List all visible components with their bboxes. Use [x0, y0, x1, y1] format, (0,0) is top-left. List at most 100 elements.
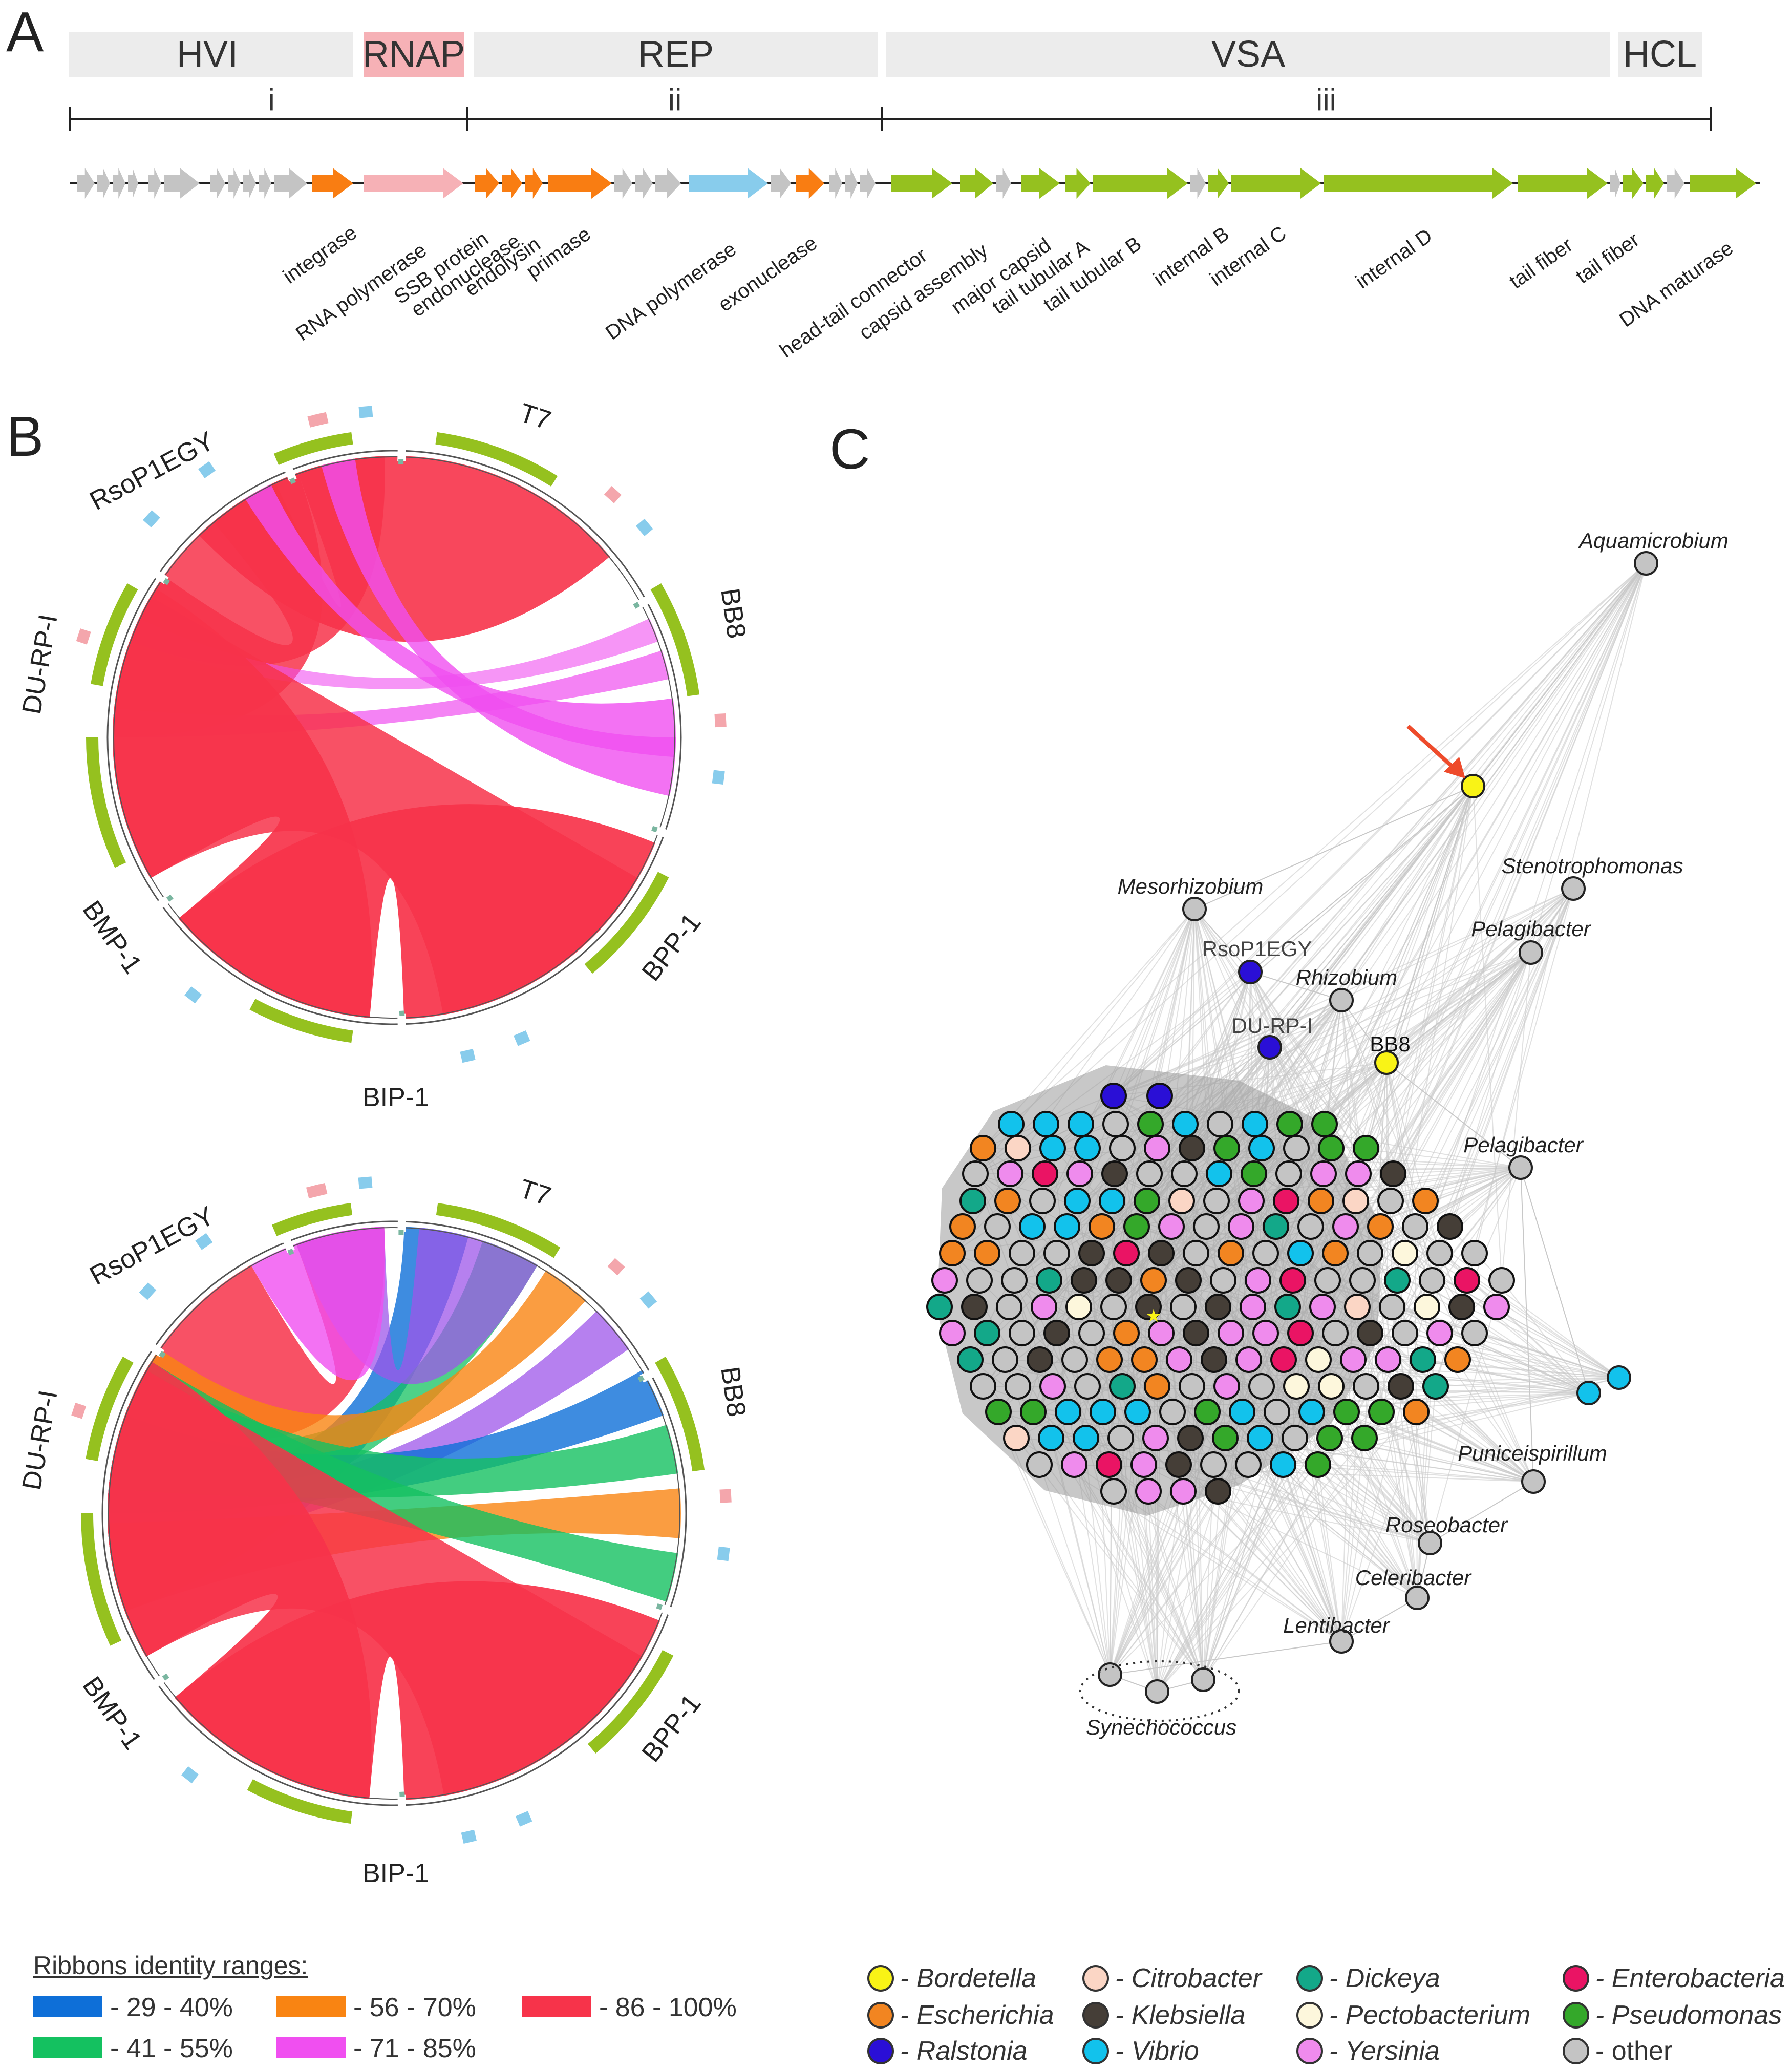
gene-arrow-structural [1065, 168, 1091, 199]
chord-label-du-rp-i: DU-RP-I [17, 1388, 63, 1492]
network-node [985, 1399, 1012, 1425]
network-edge [1432, 1280, 1534, 1482]
network-node [1426, 1240, 1453, 1266]
chord-ring-outer [106, 450, 682, 1025]
chord-ribbon [245, 484, 676, 757]
network-node [1031, 1294, 1057, 1320]
gene-arrow-rnap [364, 168, 463, 199]
network-node [931, 1267, 958, 1294]
network-node [959, 1188, 986, 1214]
host-swatch-other [1563, 2038, 1589, 2064]
gene-label-tail-fiber: tail fiber [1505, 234, 1577, 293]
chord-marker [719, 1489, 732, 1503]
chord-marker [639, 1291, 657, 1309]
network-node [1194, 1399, 1221, 1425]
network-node [1003, 1425, 1030, 1451]
region-bar-rep [474, 32, 878, 77]
gene-arrow-dna_polymerase [689, 168, 768, 199]
network-node [1282, 1425, 1308, 1451]
network-edge [1380, 952, 1531, 1227]
chord-structural-arc [81, 1513, 122, 1646]
panel-letter-a: A [6, 1, 44, 64]
chord-gap-marker [287, 1249, 294, 1256]
chord-gap [639, 1368, 657, 1383]
network-node [966, 1267, 993, 1294]
network-node [1213, 1135, 1240, 1161]
network-node [1039, 1373, 1066, 1400]
chord-structural-arc [655, 1357, 705, 1472]
network-node [1229, 1399, 1255, 1425]
network-node [1367, 1213, 1394, 1240]
gene-label-dna-polymerase: DNA polymerase [602, 238, 740, 344]
network-node [1105, 1267, 1132, 1294]
host-swatch-escherichia [867, 2002, 894, 2029]
host-label-citrobacter: - Citrobacter [1115, 1963, 1263, 1993]
network-edge [1520, 1167, 1589, 1393]
network-node-outer [1521, 1469, 1546, 1494]
network-node [1113, 1320, 1140, 1346]
network-node [1201, 1346, 1227, 1373]
network-node-outer [1634, 551, 1658, 576]
network-node [992, 1346, 1018, 1373]
network-node [1137, 1111, 1164, 1137]
network-node [994, 1188, 1021, 1214]
host-swatch-vibrio [1082, 2038, 1109, 2064]
chord-gap-marker [399, 1010, 405, 1017]
gene-arrow-replication [312, 168, 353, 199]
network-node [1144, 1135, 1170, 1161]
chord-marker [514, 1030, 530, 1046]
chord-marker [198, 461, 216, 478]
region-label-hcl: HCL [1623, 34, 1697, 75]
network-edge [1520, 1167, 1534, 1482]
network-node [974, 1320, 1000, 1346]
gene-arrow-hypothetical [1667, 168, 1684, 199]
ribbon-swatch-71-85 [276, 2037, 346, 2058]
network-node [1009, 1240, 1035, 1266]
network-node [1019, 1213, 1046, 1240]
network-node [998, 1111, 1025, 1137]
network-edge [1393, 563, 1647, 1174]
gene-label-tail-fiber-2: tail fiber [1572, 228, 1644, 288]
label-aquamicrobium: Aquamicrobium [1577, 529, 1729, 553]
network-node [1179, 1135, 1205, 1161]
network-node [1448, 1294, 1475, 1320]
ribbon-legend: Ribbons identity ranges: - 29 - 40% - 56… [33, 1951, 737, 2063]
gene-arrow-hypothetical [97, 168, 110, 199]
network-node [1206, 1160, 1232, 1187]
chord-gap-marker [398, 1230, 404, 1235]
network-node-outer [1405, 1586, 1430, 1610]
network-edge [1386, 1062, 1433, 1281]
gene-arrow-hypothetical [148, 168, 161, 199]
network-edge [1364, 1377, 1619, 1439]
network-edge [1386, 1062, 1416, 1227]
network-node [1172, 1111, 1199, 1137]
network-node [1248, 1373, 1275, 1400]
network-edge [1157, 1386, 1436, 1692]
chord-marker [460, 1049, 476, 1063]
label-mesorhizobium: Mesorhizobium [1118, 874, 1264, 898]
chord-ring-inner [108, 1227, 680, 1800]
gene-arrow-hypothetical [77, 168, 95, 199]
network-node [1205, 1294, 1231, 1320]
gene-arrow-structural [1646, 168, 1664, 199]
gene-arrow-replication [796, 168, 824, 199]
chord-gap [147, 1341, 165, 1358]
network-node [1135, 1478, 1162, 1505]
host-label-klebsiella: - Klebsiella [1115, 2000, 1245, 2030]
network-edge [1417, 1386, 1436, 1598]
chord-label-du-rp-i: DU-RP-I [17, 612, 63, 716]
chord-structural-arc [436, 1202, 561, 1258]
ribbon-legend-title: Ribbons identity ranges: [33, 1951, 308, 1980]
gene-arrow-hypothetical [164, 168, 200, 199]
chord-label-bb8: BB8 [715, 586, 751, 640]
ribbon-label-29-40: - 29 - 40% [110, 1993, 233, 2022]
network-node [1392, 1240, 1418, 1266]
chord-gap-marker [633, 602, 641, 609]
network-node [1068, 1111, 1094, 1137]
chord-gap-marker [656, 1603, 663, 1610]
chord-gap [150, 1673, 167, 1689]
network-labels: Aquamicrobium Stenotrophomonas Mesorhizo… [1086, 529, 1729, 1739]
chord-structural-arc [86, 737, 126, 868]
gene-arrow-hypothetical [210, 168, 225, 199]
host-swatch-dickeya [1296, 1965, 1323, 1992]
